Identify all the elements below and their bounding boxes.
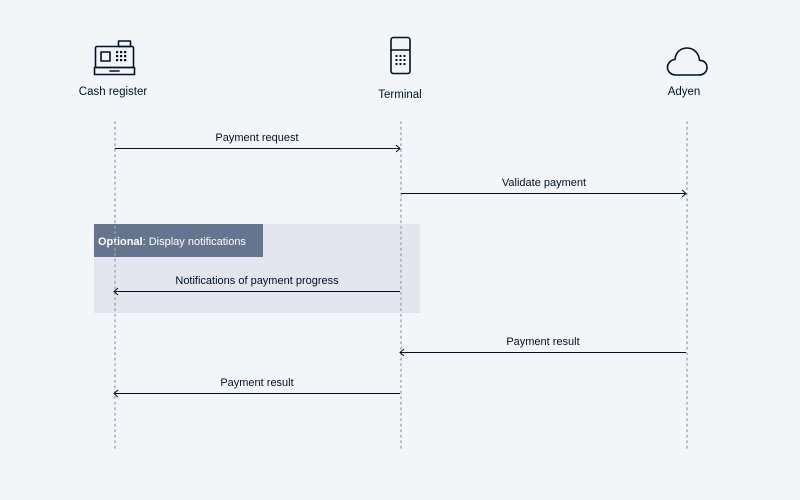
message-notifications-of-payment-progress: Notifications of payment progress [113, 275, 400, 296]
optional-block-tag-bold: Optional [98, 236, 143, 248]
participant-label-terminal: Terminal [378, 89, 421, 101]
message-payment-result-terminal: Payment result [113, 377, 400, 398]
participant-adyen: Adyen [666, 47, 708, 98]
arrow-head-right-icon [395, 144, 401, 153]
optional-block-tag-rest: : Display notifications [143, 236, 247, 248]
optional-block-tag-text: Optional: Display notifications [98, 236, 246, 248]
participant-label-cash-register: Cash register [79, 86, 148, 98]
message-payment-request: Payment request [115, 132, 401, 153]
participant-terminal: Terminal [378, 36, 422, 101]
arrow-head-right-icon [681, 189, 687, 198]
participant-label-adyen: Adyen [668, 86, 701, 98]
payment-terminal-icon [390, 36, 411, 75]
message-payment-result-adyen: Payment result [399, 336, 686, 357]
cash-register-icon [93, 40, 136, 76]
optional-block: Optional: Display notifications [94, 224, 420, 313]
message-label: Payment request [215, 132, 298, 144]
message-label: Payment result [220, 377, 293, 389]
arrow-head-left-icon [113, 389, 119, 398]
cloud-icon [666, 47, 708, 76]
message-label: Payment result [506, 336, 579, 348]
message-label: Notifications of payment progress [175, 275, 339, 287]
message-validate-payment: Validate payment [401, 177, 687, 198]
arrow-head-left-icon [399, 348, 405, 357]
optional-block-tag [94, 224, 263, 257]
arrow-head-left-icon [113, 287, 119, 296]
message-label: Validate payment [502, 177, 586, 189]
participant-cash-register: Cash register [79, 40, 148, 98]
